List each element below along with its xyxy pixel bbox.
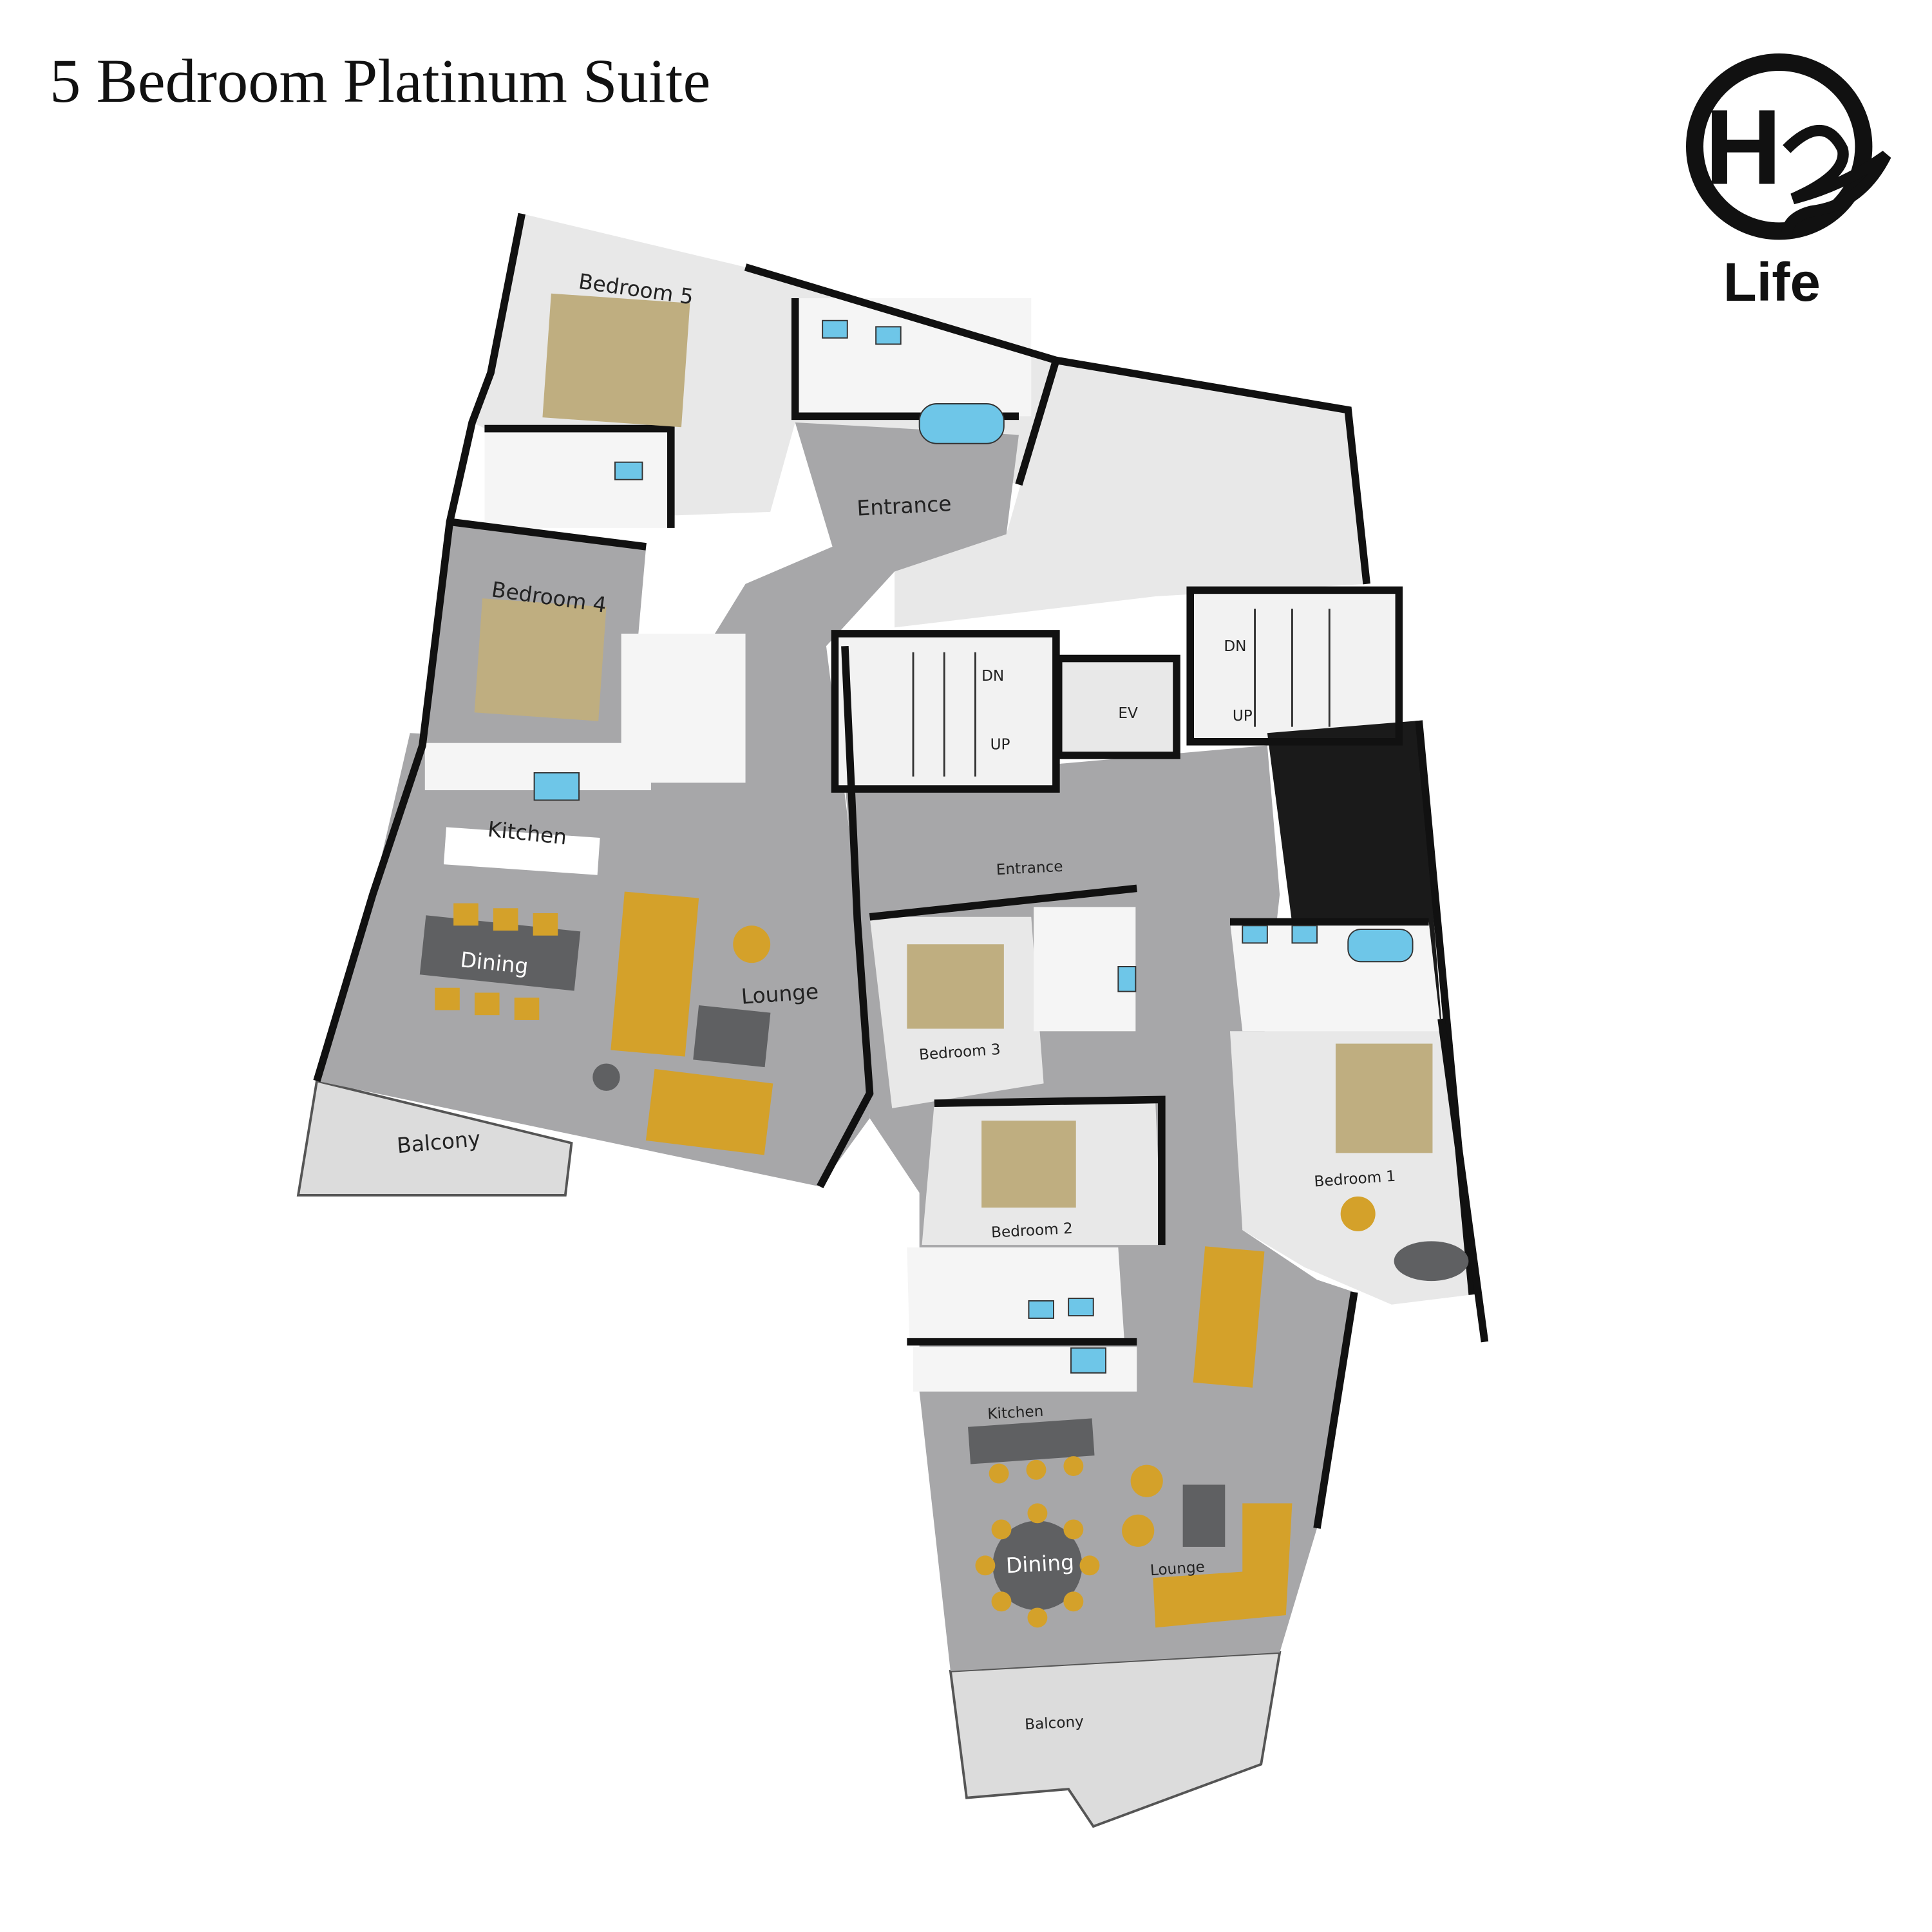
walls bbox=[313, 213, 1489, 1529]
logo-text: Life bbox=[1723, 251, 1821, 312]
floor-areas bbox=[296, 213, 1473, 1828]
label-kitchen-right: Kitchen bbox=[987, 1403, 1044, 1423]
label-stair-left-up: UP bbox=[990, 736, 1010, 753]
coffee-table-right bbox=[1182, 1484, 1226, 1547]
kitchen-island-right bbox=[968, 1418, 1095, 1464]
coffee-table-left bbox=[693, 1005, 771, 1068]
basins bbox=[533, 319, 1414, 1374]
sofa-left-1 bbox=[611, 891, 699, 1057]
balcony-left-area bbox=[296, 1079, 573, 1197]
label-elevator: EV bbox=[1118, 705, 1138, 722]
bathroom2-area bbox=[907, 1247, 1124, 1342]
h2-life-logo: H Life bbox=[1686, 53, 1891, 312]
dining-table-right bbox=[992, 1520, 1083, 1611]
bed-5 bbox=[542, 293, 690, 428]
armchair-right-1 bbox=[1130, 1464, 1163, 1497]
label-stair-right-dn: DN bbox=[1224, 638, 1246, 655]
label-lounge-right: Lounge bbox=[1150, 1558, 1206, 1579]
sofa-right-1 bbox=[1193, 1246, 1265, 1388]
balcony-right-area bbox=[949, 1651, 1282, 1828]
side-table-left bbox=[592, 1063, 620, 1091]
kitchen-island-left bbox=[443, 827, 600, 875]
bed-4 bbox=[474, 598, 607, 721]
furniture bbox=[419, 293, 1469, 1628]
sofa-left-2 bbox=[645, 1068, 773, 1155]
label-stair-right-up: UP bbox=[1233, 708, 1253, 724]
label-entrance-upper: Entrance bbox=[857, 491, 952, 521]
bed-2 bbox=[981, 1121, 1076, 1208]
dining-chairs-right bbox=[975, 1503, 1100, 1628]
bath4-area bbox=[621, 633, 746, 783]
bar-stools-right bbox=[989, 1456, 1084, 1484]
svg-text:H: H bbox=[1705, 88, 1782, 207]
bed-1 bbox=[1335, 1043, 1433, 1153]
sofa-right-corner bbox=[1153, 1503, 1293, 1628]
elevator-area bbox=[1058, 658, 1177, 755]
upper-lobby-area bbox=[895, 360, 1367, 628]
stair-treads bbox=[912, 609, 1331, 777]
page-title: 5 Bedroom Platinum Suite bbox=[50, 46, 710, 115]
label-lounge-left: Lounge bbox=[741, 980, 820, 1009]
table-bedroom1 bbox=[1394, 1241, 1469, 1282]
armchair-left bbox=[733, 925, 771, 963]
dining-chairs-left bbox=[435, 903, 558, 1020]
label-dining-right: Dining bbox=[1005, 1550, 1075, 1578]
armchair-bedroom1 bbox=[1340, 1196, 1376, 1231]
label-stair-left-dn: DN bbox=[981, 668, 1004, 685]
stair-left-area bbox=[835, 633, 1056, 790]
label-balcony-right: Balcony bbox=[1025, 1714, 1084, 1734]
label-entrance-center: Entrance bbox=[996, 858, 1063, 878]
bed-3 bbox=[907, 944, 1004, 1029]
stair-right-area bbox=[1190, 590, 1399, 742]
armchair-right-2 bbox=[1122, 1514, 1155, 1547]
